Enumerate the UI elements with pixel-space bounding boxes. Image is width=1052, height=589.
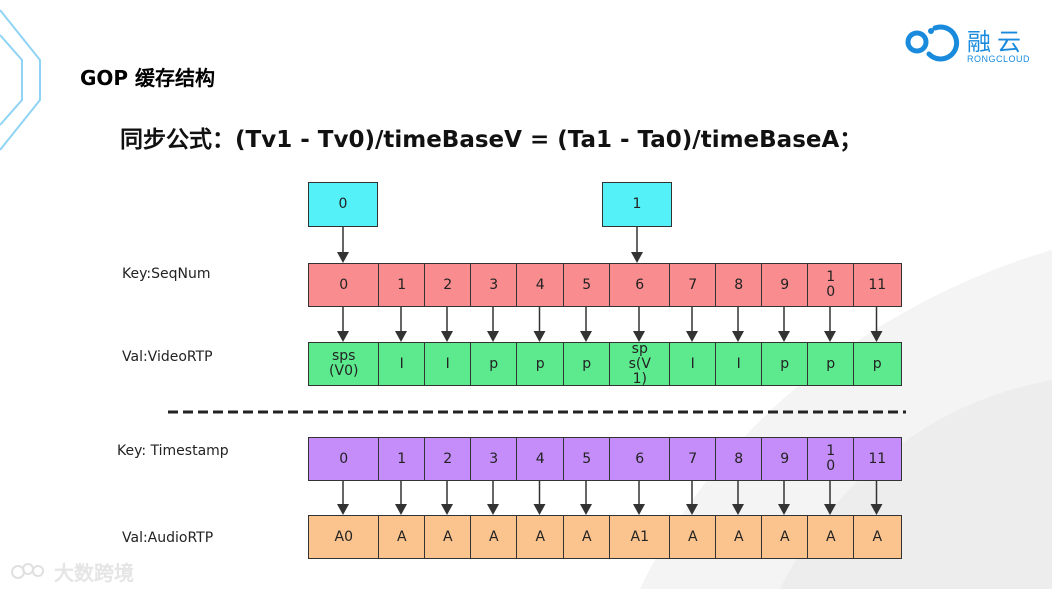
logo-text-en: RONGCLOUD [967,54,1031,64]
timestamp-cell: 0 [308,437,380,481]
arrow-head [441,331,453,342]
seqnum-cell: 2 [424,263,472,307]
arrow-head [533,504,546,515]
audiortp-cell: A [807,515,855,559]
arrow-head [732,504,744,515]
audiortp-cell: A [715,515,763,559]
videortp-cell: I [669,342,717,386]
seqnum-cell: 11 [853,263,902,307]
videortp-cell: p [516,342,565,386]
arrow-head [870,504,883,515]
timestamp-cell: 1 [378,437,426,481]
timestamp-cell: 5 [563,437,611,481]
seqnum-cell: 7 [669,263,717,307]
timestamp-cell: 9 [761,437,809,481]
slide-title: GOP 缓存结构 [80,66,216,90]
arrow-head [686,504,698,515]
seqnum-cell: 1 0 [807,263,855,307]
audiortp-cell: A [424,515,472,559]
arrow-head [487,504,499,515]
label-key-timestamp: Key: Timestamp [117,443,229,459]
videortp-cell: I [715,342,763,386]
arrow-head [441,504,453,515]
videortp-cell: sps (V0) [308,342,380,386]
timestamp-cell: 7 [669,437,717,481]
audiortp-cell: A [470,515,518,559]
timestamp-cell: 1 0 [807,437,855,481]
seqnum-cell: 0 [308,263,380,307]
arrow-head [870,331,883,342]
videortp-cell: p [470,342,518,386]
seqnum-cell: 3 [470,263,518,307]
arrow-head [633,331,645,342]
arrow-head [337,252,349,263]
videortp-cell: I [378,342,426,386]
arrow-head [337,331,349,342]
arrow-head [824,331,836,342]
arrow-head [778,331,790,342]
timestamp-cell: 6 [609,437,671,481]
audiortp-cell: A [853,515,902,559]
arrow-head [732,331,744,342]
videortp-cell: I [424,342,472,386]
arrow-head [395,504,407,515]
label-key-seqnum: Key:SeqNum [122,266,211,282]
rongcloud-logo-icon [905,24,960,62]
arrow-head [824,504,836,515]
timestamp-cell: 11 [853,437,902,481]
top-box: 1 [602,182,672,227]
watermark-text: 大数跨境 [54,561,134,585]
seqnum-cell: 1 [378,263,426,307]
arrow-head [631,252,643,263]
videortp-cell: p [563,342,611,386]
arrow-head [633,504,645,515]
arrow-head [337,504,349,515]
arrow-head [533,331,546,342]
arrow-head [778,504,790,515]
audiortp-cell: A [378,515,426,559]
arrow-head [487,331,499,342]
label-val-videortp: Val:VideoRTP [122,349,213,365]
timestamp-cell: 2 [424,437,472,481]
logo-text-cn: 融云 [967,28,1027,56]
audiortp-cell: A [516,515,565,559]
timestamp-cell: 4 [516,437,565,481]
audiortp-cell: A1 [609,515,671,559]
arrow-head [580,504,592,515]
audiortp-cell: A [563,515,611,559]
timestamp-cell: 8 [715,437,763,481]
audiortp-cell: A [761,515,809,559]
seqnum-cell: 8 [715,263,763,307]
videortp-cell: p [853,342,902,386]
seqnum-cell: 6 [609,263,671,307]
videortp-cell: p [761,342,809,386]
audiortp-cell: A [669,515,717,559]
top-box: 0 [308,182,378,227]
arrow-head [395,331,407,342]
videortp-cell: p [807,342,855,386]
seqnum-cell: 5 [563,263,611,307]
timestamp-cell: 3 [470,437,518,481]
videortp-cell: sp s(V 1) [609,341,671,386]
arrow-head [686,331,698,342]
watermark-logo-icon [11,562,44,579]
arrow-head [580,331,592,342]
sync-formula: 同步公式：(Tv1 - Tv0)/timeBaseV = (Ta1 - Ta0)… [120,127,863,153]
seqnum-cell: 9 [761,263,809,307]
audiortp-cell: A0 [308,515,380,559]
label-val-audiortp: Val:AudioRTP [122,530,214,546]
seqnum-cell: 4 [516,263,565,307]
watermark: 大数跨境 [10,557,134,586]
rongcloud-logo: 融云 RONGCLOUD [905,22,1035,72]
